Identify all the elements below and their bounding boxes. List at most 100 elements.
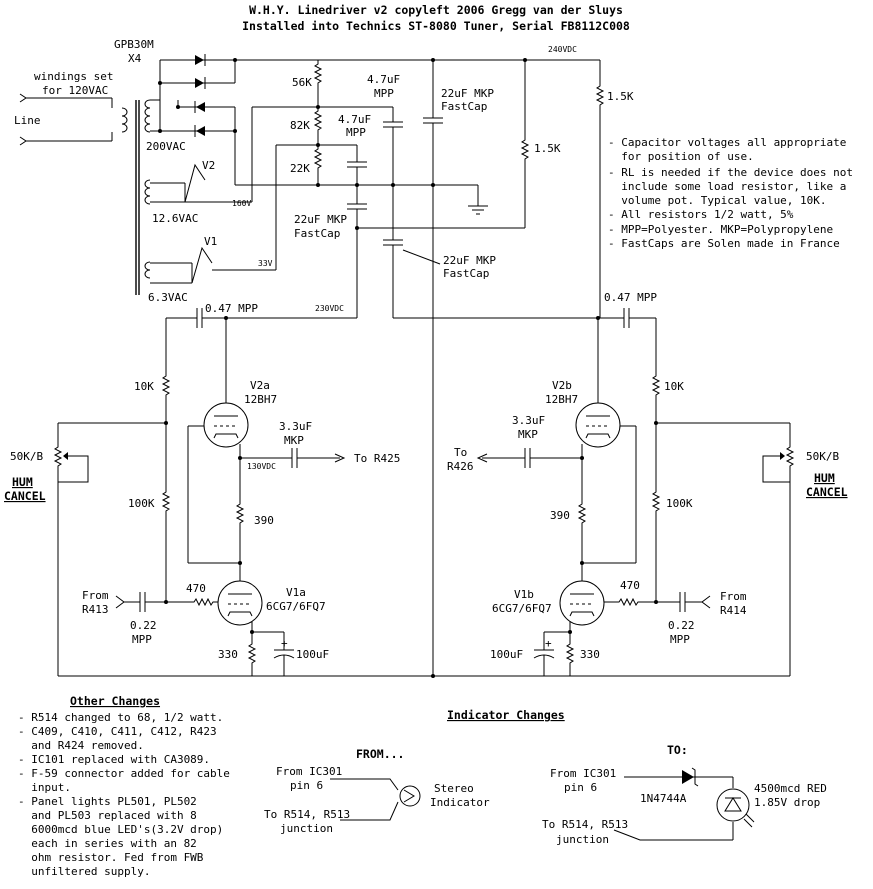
other-change-line: - F-59 connector added for cable — [18, 767, 230, 780]
right-hum-pot — [786, 442, 794, 471]
resistor-1k5-a — [596, 81, 604, 110]
windings-note-2: for 120VAC — [42, 84, 108, 97]
stereo-lamp-icon — [399, 785, 421, 807]
c22c-value: 22uF MKP — [443, 254, 496, 267]
diode-3-icon — [196, 102, 205, 112]
left-from-label-1: From — [82, 589, 109, 602]
other-change-line: ohm resistor. Fed from FWB — [18, 851, 204, 864]
line-label: Line — [14, 114, 41, 127]
left-pot-label: 50K/B — [10, 450, 43, 463]
left-hum-label-2: CANCEL — [4, 489, 46, 503]
tube-v1a — [217, 580, 263, 626]
other-change-line: each in series with an 82 — [18, 837, 197, 850]
left-resistor-10k — [162, 371, 170, 400]
led-label-2: 1.85V drop — [754, 796, 820, 809]
v63-label: 6.3VAC — [148, 291, 188, 304]
left-plus: + — [281, 637, 288, 650]
to-r-label-1: To R514, R513 — [542, 818, 628, 831]
note-line: - All resistors 1/2 watt, 5% — [608, 208, 794, 221]
to-r-label-2: junction — [556, 833, 609, 846]
stereo-label-2: Indicator — [430, 796, 490, 809]
diode-2-icon — [195, 78, 204, 88]
c22c-type: FastCap — [443, 267, 489, 280]
left-r100k-label: 100K — [128, 497, 155, 510]
indicator-changes: Indicator Changes FROM... From IC301 pin… — [264, 708, 827, 846]
r15ka-label: 1.5K — [607, 90, 634, 103]
left-channel: 0.47 MPP 10K 100K 50K/B HUM CANCEL — [4, 302, 400, 676]
right-resistor-10k — [652, 371, 660, 400]
v2-label: V2 — [202, 159, 215, 172]
other-change-line: input. — [18, 781, 71, 794]
left-c022-label: 0.22 — [130, 619, 157, 632]
tube-v1b — [559, 580, 605, 626]
right-resistor-470 — [614, 598, 643, 606]
right-6cg7-label: 6CG7/6FQ7 — [492, 602, 552, 615]
r82k-label: 82K — [290, 119, 310, 132]
from-ic-label-2: pin 6 — [290, 779, 323, 792]
v240-label: 240VDC — [548, 45, 577, 54]
right-v1b-label: V1b — [514, 588, 534, 601]
v126-label: 12.6VAC — [152, 212, 198, 225]
right-r390-label: 390 — [550, 509, 570, 522]
left-v2a-label: V2a — [250, 379, 270, 392]
c22b-value: 22uF MKP — [441, 87, 494, 100]
note-line: - FastCaps are Solen made in France — [608, 237, 840, 250]
c47a-value: 4.7uF — [367, 73, 400, 86]
left-hum-label-1: HUM — [12, 475, 33, 489]
right-r10k-label: 10K — [664, 380, 684, 393]
left-from-label-2: R413 — [82, 603, 109, 616]
indicator-to-title: TO: — [667, 743, 688, 757]
left-resistor-390 — [236, 499, 244, 528]
c47b-value: 4.7uF — [338, 113, 371, 126]
right-hum-label-1: HUM — [814, 471, 835, 485]
other-change-line: - C409, C410, C411, C412, R423 — [18, 725, 217, 738]
note-line: - MPP=Polyester. MKP=Polypropylene — [608, 223, 833, 236]
left-c022-type: MPP — [132, 633, 152, 646]
right-from-label-2: R414 — [720, 604, 747, 617]
r22k-label: 22K — [290, 162, 310, 175]
rectifier-bridge — [150, 54, 478, 186]
left-c33-type: MKP — [284, 434, 304, 447]
right-from-label-1: From — [720, 590, 747, 603]
note-line: include some load resistor, like a — [608, 180, 846, 193]
zener-diode-icon — [682, 770, 694, 784]
resistor-82k — [314, 106, 322, 135]
right-r470-label: 470 — [620, 579, 640, 592]
indicator-from-title: FROM... — [356, 747, 404, 761]
title-line-1: W.H.Y. Linedriver v2 copyleft 2006 Gregg… — [249, 3, 623, 17]
other-changes: Other Changes - R514 changed to 68, 1/2 … — [18, 694, 230, 878]
r15kb-label: 1.5K — [534, 142, 561, 155]
line-input-wires — [19, 93, 113, 146]
left-c33-label: 3.3uF — [279, 420, 312, 433]
rectifier-count-label: X4 — [128, 52, 142, 65]
left-12bh7-label: 12BH7 — [244, 393, 277, 406]
other-change-line: - Panel lights PL501, PL502 — [18, 795, 197, 808]
notes-block: - Capacitor voltages all appropriate for… — [608, 136, 853, 250]
right-resistor-330 — [566, 639, 574, 668]
led-icon — [716, 788, 750, 822]
resistor-22k — [314, 144, 322, 173]
right-channel: 0.47 MPP 10K 100K 50K/B HUM CANCEL — [393, 291, 848, 676]
diode-label: 1N4744A — [640, 792, 687, 805]
other-change-line: - IC101 replaced with CA3089. — [18, 753, 210, 766]
c22a-type: FastCap — [294, 227, 340, 240]
stereo-label-1: Stereo — [434, 782, 474, 795]
right-v2b-label: V2b — [552, 379, 572, 392]
r56k-label: 56K — [292, 76, 312, 89]
heater-windings: V2 V1 160V 33V — [150, 106, 318, 284]
v200-label: 200VAC — [146, 140, 186, 153]
power-supply: GPB30M X4 windings set for 120VAC Line 2… — [14, 38, 634, 676]
right-r100k-label: 100K — [666, 497, 693, 510]
c22b-type: FastCap — [441, 100, 487, 113]
to-ic-label-2: pin 6 — [564, 781, 597, 794]
other-change-line: and PL503 replaced with 8 — [18, 809, 197, 822]
left-resistor-330 — [248, 639, 256, 668]
right-r330-label: 330 — [580, 648, 600, 661]
v1-label: V1 — [204, 235, 217, 248]
left-r470-label: 470 — [186, 582, 206, 595]
other-change-line: - R514 changed to 68, 1/2 watt. — [18, 711, 223, 724]
title-line-2: Installed into Technics ST-8080 Tuner, S… — [242, 19, 630, 33]
indicator-title: Indicator Changes — [447, 708, 565, 722]
